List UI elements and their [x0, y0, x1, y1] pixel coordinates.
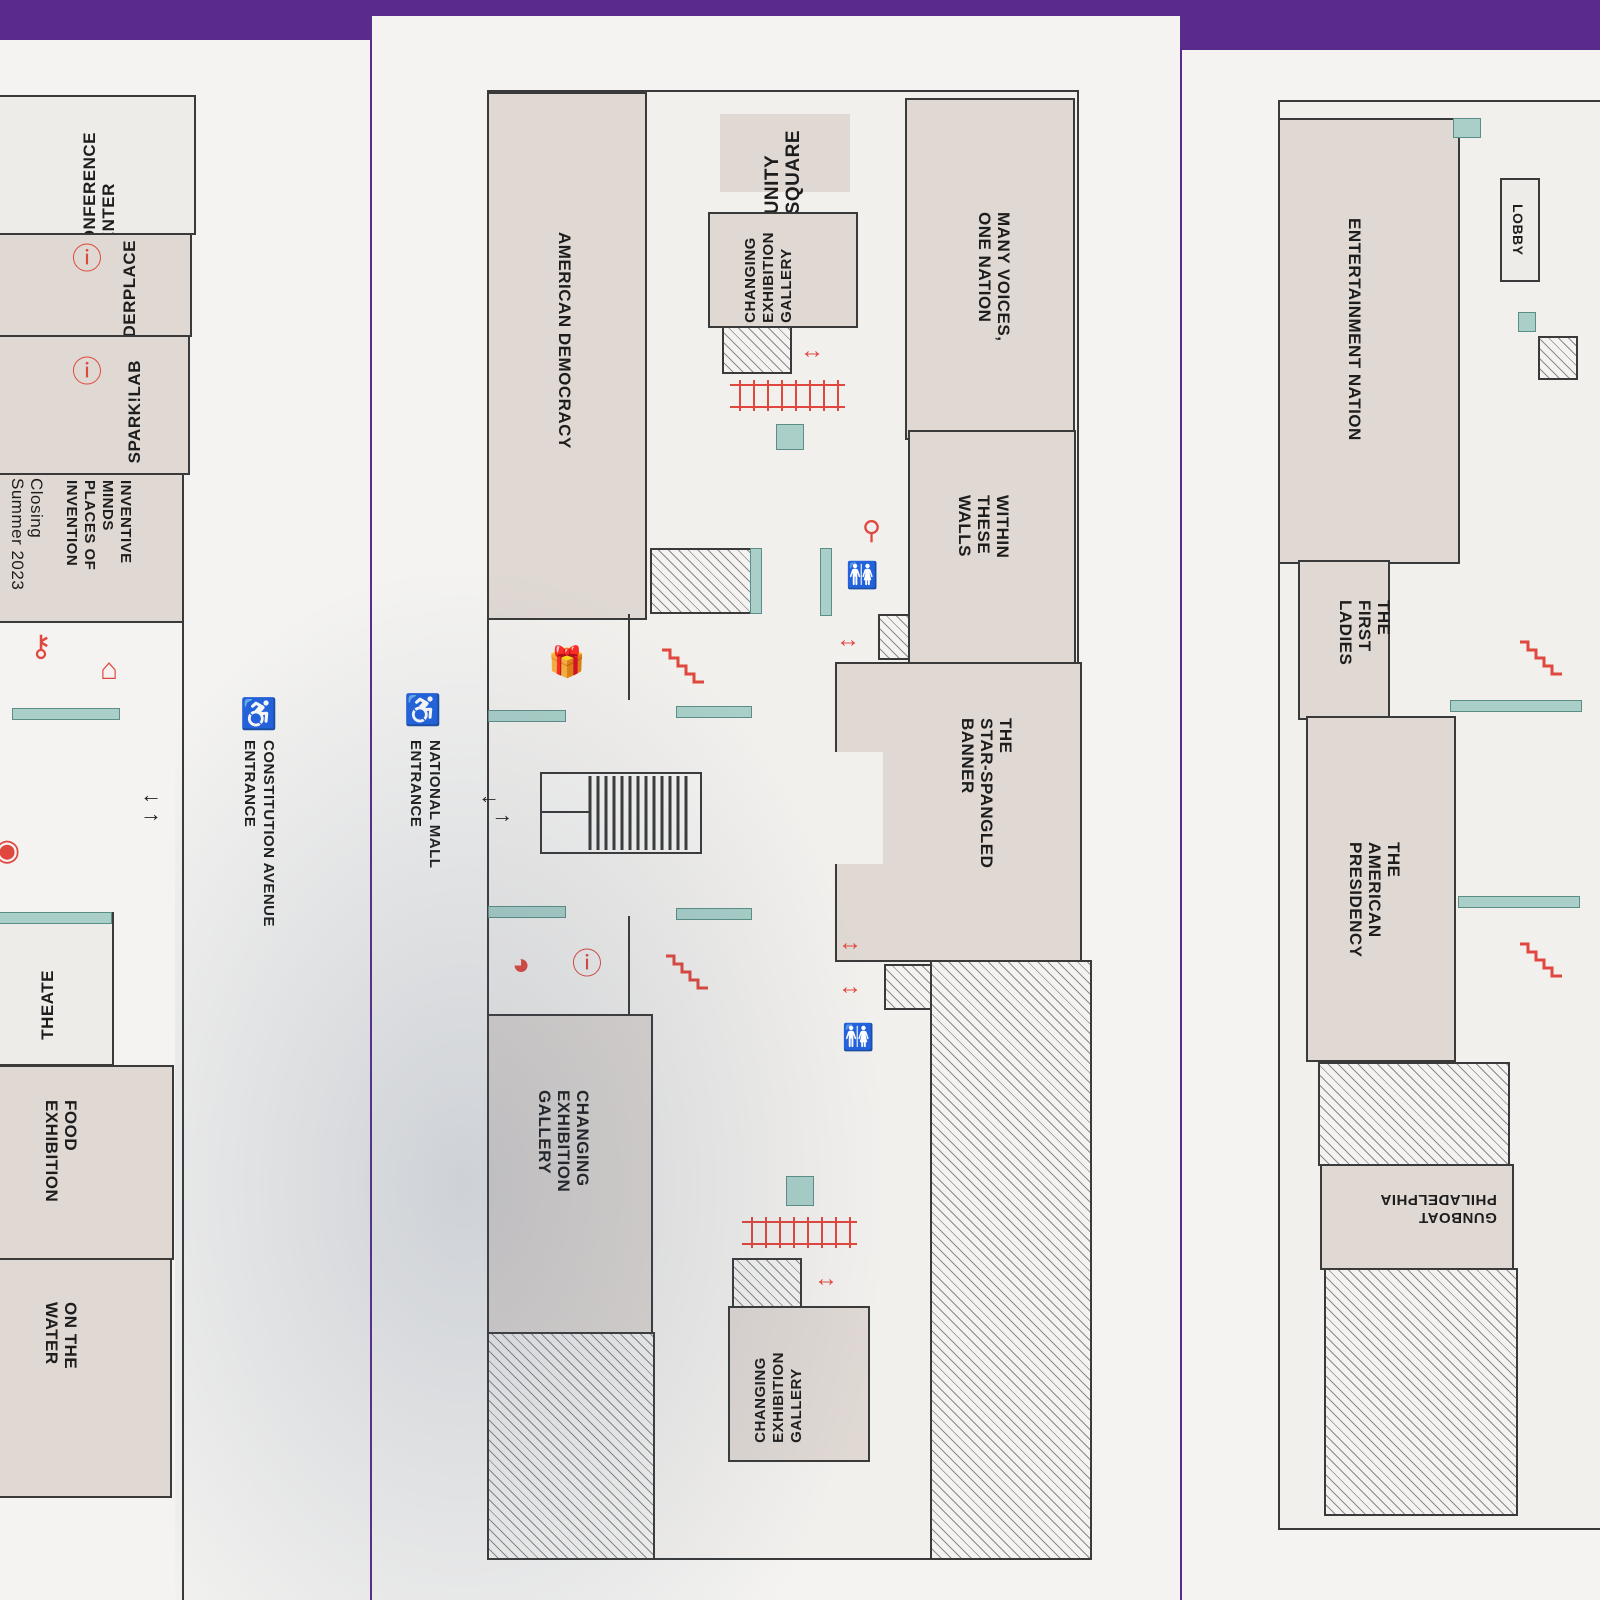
- teal-square: [1453, 118, 1481, 138]
- teal-square: [776, 424, 804, 450]
- entertainment-nation-room: [1278, 118, 1460, 564]
- sparklab-label: SPARK!LAB: [125, 360, 144, 464]
- teal-square: [1518, 312, 1536, 332]
- star-spangled-banner-label: THE STAR-SPANGLED BANNER: [958, 718, 1015, 869]
- within-these-walls-room: [908, 430, 1076, 664]
- elevator-icon: ↔: [838, 973, 862, 1000]
- center-door-arrows: ← →: [478, 783, 514, 827]
- national-mall-entrance-label[interactable]: NATIONAL MALL ENTRANCE: [407, 740, 443, 869]
- teal-bar: [676, 908, 752, 920]
- changing-gallery-mid-room: [487, 1014, 653, 1334]
- stairs-icon: [1518, 632, 1564, 678]
- left-panel: CONFERENCE CENTER WONDERPLACE ⓘ SPARK!LA…: [0, 40, 370, 1600]
- escalator-icon: [730, 375, 845, 415]
- left-wall: [182, 620, 184, 1600]
- info-circle-icon: ⓘ: [72, 356, 102, 389]
- changing-gallery-mid-label: CHANGING EXHIBITION GALLERY: [535, 1090, 592, 1193]
- lobby-room: [1500, 178, 1540, 282]
- restroom-icon: 🚻: [846, 560, 879, 590]
- unity-square-label: UNITY SQUARE: [762, 130, 804, 215]
- storage-hatched-area: [650, 548, 752, 614]
- many-voices-label: MANY VOICES, ONE NATION: [975, 212, 1013, 342]
- coat-check-icon: ⌂: [100, 653, 119, 686]
- southeast-hatched-area: [930, 960, 1092, 1560]
- american-presidency-label: THE AMERICAN PRESIDENCY: [1346, 842, 1403, 958]
- changing-gallery-top-room: [708, 212, 858, 328]
- information-icon: ⓘ: [572, 948, 602, 981]
- restroom-icon: 🚻: [842, 1022, 875, 1052]
- lobby-label: LOBBY: [1510, 204, 1526, 256]
- nursing-icon: ◕: [512, 948, 531, 981]
- small-hatch: [878, 614, 910, 660]
- changing-gallery-bottom-room: [728, 1306, 870, 1462]
- ticket-icon: ◉: [0, 834, 21, 867]
- many-voices-room: [905, 98, 1075, 440]
- food-exhibition-room: [0, 1065, 174, 1260]
- lockers-icon: ⚷: [30, 630, 52, 663]
- theater-room: [0, 912, 114, 1066]
- info-circle-icon: ⓘ: [72, 243, 102, 276]
- on-the-water-label: ON THE WATER: [42, 1302, 80, 1370]
- constitution-entrance-label[interactable]: CONSTITUTION AVENUE ENTRANCE: [241, 740, 277, 928]
- wonderplace-room: [0, 233, 192, 337]
- stair-hatch-bottom: [732, 1258, 802, 1308]
- inventive-minds-room: [0, 473, 184, 623]
- changing-gallery-top-label: CHANGING EXHIBITION GALLERY: [742, 232, 795, 323]
- american-presidency-room: [1306, 716, 1456, 1062]
- on-the-water-room: [0, 1258, 172, 1498]
- small-hatch: [884, 964, 932, 1010]
- stair-room-wall: [628, 614, 630, 700]
- teal-bar: [820, 548, 832, 616]
- teal-bar: [488, 906, 566, 918]
- american-democracy-room: [487, 92, 647, 620]
- right-hatched-area-bottom: [1324, 1268, 1518, 1516]
- teal-bar: [676, 706, 752, 718]
- within-these-walls-label: WITHIN THESE WALLS: [955, 495, 1012, 559]
- theater-label: THEATE: [38, 970, 57, 1040]
- elevator-icon: ↔: [814, 1265, 838, 1292]
- main-staircase: [540, 772, 702, 854]
- inventive-minds-note: Closing Summer 2023: [8, 478, 46, 591]
- unity-square-room: [720, 114, 850, 192]
- teal-bar: [750, 548, 762, 614]
- entertainment-nation-label: ENTERTAINMENT NATION: [1345, 218, 1364, 441]
- elevator-icon: ↔: [836, 626, 860, 653]
- conference-center-room: [0, 95, 196, 235]
- left-teal-bar: [12, 708, 120, 720]
- stairs-icon: [664, 946, 710, 992]
- inventive-minds-label: INVENTIVE MINDS PLACES OF INVENTION: [63, 480, 134, 571]
- elevator-icon: ↔: [800, 337, 824, 364]
- right-hatch: [1538, 336, 1578, 380]
- right-hatched-area: [1318, 1062, 1510, 1166]
- teal-bar: [488, 710, 566, 722]
- gunboat-philadelphia-label: GUNBOAT PHILADELPHIA: [1380, 1191, 1497, 1226]
- left-door-arrows: ←→: [140, 782, 163, 826]
- american-democracy-label: AMERICAN DEMOCRACY: [555, 232, 574, 449]
- changing-gallery-bottom-label: CHANGING EXHIBITION GALLERY: [752, 1352, 805, 1443]
- southwest-hatched-area: [487, 1332, 655, 1560]
- family-room-icon: ⚲: [862, 515, 882, 545]
- accessible-entrance-icon: ♿: [240, 698, 278, 731]
- banner-corridor: [835, 752, 883, 864]
- teal-bar: [1458, 896, 1580, 908]
- teal-square: [786, 1176, 814, 1206]
- first-ladies-label: THE FIRST LADIES: [1336, 600, 1393, 666]
- food-exhibition-label: FOOD EXHIBITION: [42, 1100, 80, 1203]
- gunboat-philadelphia-room: [1320, 1164, 1514, 1270]
- escalator-icon: [742, 1212, 857, 1252]
- stair-hatch-top: [722, 326, 792, 374]
- elevator-icon: ↔: [838, 929, 862, 956]
- stair-room-wall: [628, 916, 630, 1014]
- accessible-entrance-icon: ♿: [404, 694, 442, 727]
- sparklab-room: [0, 335, 190, 475]
- first-ladies-room: [1298, 560, 1390, 720]
- teal-bar: [1450, 700, 1582, 712]
- gift-shop-icon: 🎁: [548, 646, 586, 679]
- stairs-icon: [660, 640, 706, 686]
- theater-teal-bar: [0, 912, 112, 924]
- stairs-icon: [1518, 934, 1564, 980]
